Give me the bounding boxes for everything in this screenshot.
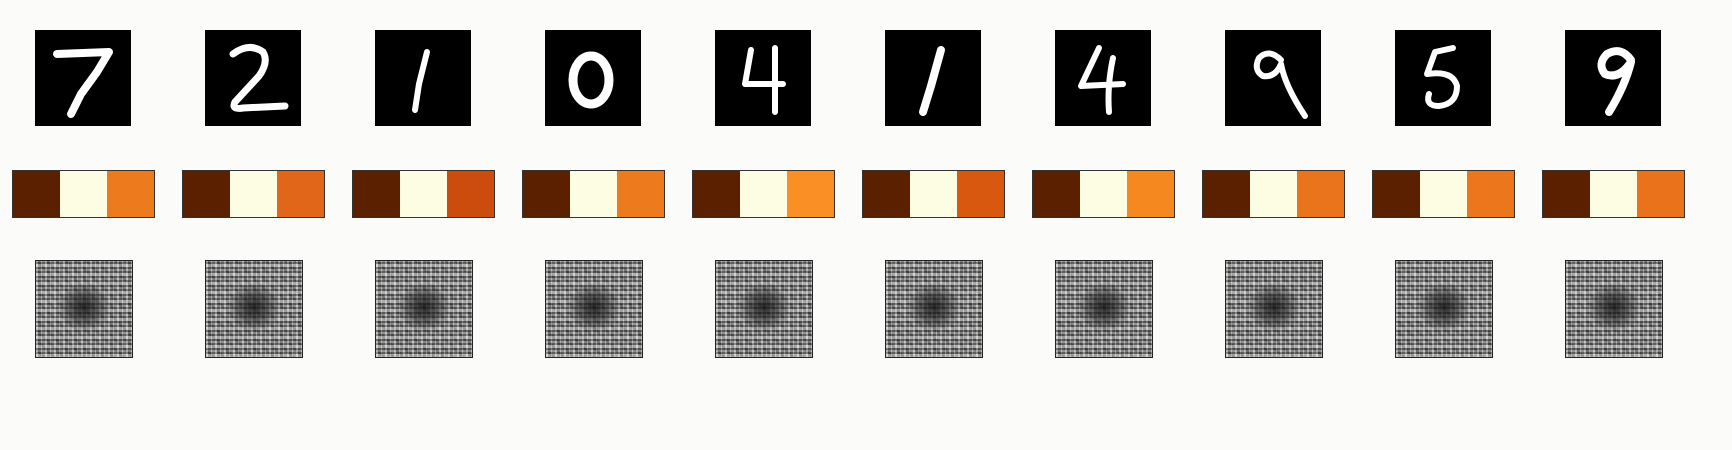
digit-image [1395, 30, 1491, 126]
code-cell [1033, 171, 1080, 217]
color-code-bar [182, 170, 325, 218]
code-cell [1373, 171, 1420, 217]
code-cell [1250, 171, 1297, 217]
noise-image [205, 260, 303, 358]
digit-stroke [412, 49, 430, 113]
noise-image [715, 260, 813, 358]
code-cell [13, 171, 60, 217]
digit-image [375, 30, 471, 126]
code-cell [277, 171, 324, 217]
digit-image [1055, 30, 1151, 126]
sample-column [12, 0, 155, 450]
code-cell [1203, 171, 1250, 217]
color-code-bar [1032, 170, 1175, 218]
code-cell [1637, 171, 1684, 217]
digit-stroke [568, 51, 614, 109]
code-cell [107, 171, 154, 217]
color-code-bar [1372, 170, 1515, 218]
color-code-bar [12, 170, 155, 218]
code-cell [1080, 171, 1127, 217]
digit-stroke [919, 46, 945, 116]
noise-image [1395, 260, 1493, 358]
noise-image [1055, 260, 1153, 358]
code-cell [353, 171, 400, 217]
code-cell [740, 171, 787, 217]
digit-stroke [1253, 50, 1308, 119]
noise-image [885, 260, 983, 358]
code-cell [787, 171, 834, 217]
code-cell [693, 171, 740, 217]
color-code-bar [862, 170, 1005, 218]
code-cell [863, 171, 910, 217]
digit-image [35, 30, 131, 126]
code-cell [617, 171, 664, 217]
noise-image [35, 260, 133, 358]
sample-column [862, 0, 1005, 450]
noise-image [1225, 260, 1323, 358]
code-cell [230, 171, 277, 217]
color-code-bar [692, 170, 835, 218]
sample-column [1372, 0, 1515, 450]
digit-stroke [742, 45, 786, 115]
code-cell [1543, 171, 1590, 217]
code-cell [523, 171, 570, 217]
noise-image [545, 260, 643, 358]
digit-stroke [1078, 45, 1126, 115]
digit-image [545, 30, 641, 126]
digit-stroke [1597, 47, 1635, 116]
color-code-bar [522, 170, 665, 218]
sample-column [1202, 0, 1345, 450]
digit-image [1225, 30, 1321, 126]
color-code-bar [1542, 170, 1685, 218]
code-cell [910, 171, 957, 217]
code-cell [1590, 171, 1637, 217]
code-cell [957, 171, 1004, 217]
code-cell [183, 171, 230, 217]
sample-column [522, 0, 665, 450]
sample-column [182, 0, 325, 450]
code-cell [447, 171, 494, 217]
code-cell [1127, 171, 1174, 217]
digit-stroke [229, 44, 289, 112]
sample-column [1542, 0, 1685, 450]
code-cell [570, 171, 617, 217]
code-cell [1467, 171, 1514, 217]
code-cell [1297, 171, 1344, 217]
digit-image [715, 30, 811, 126]
sample-column [692, 0, 835, 450]
noise-image [1565, 260, 1663, 358]
digit-image [885, 30, 981, 126]
code-cell [60, 171, 107, 217]
code-cell [400, 171, 447, 217]
digit-stroke [53, 48, 113, 118]
color-code-bar [1202, 170, 1345, 218]
digit-stroke [1424, 45, 1460, 109]
sample-column [1032, 0, 1175, 450]
digit-image [205, 30, 301, 126]
color-code-bar [352, 170, 495, 218]
digit-image [1565, 30, 1661, 126]
sample-column [352, 0, 495, 450]
code-cell [1420, 171, 1467, 217]
noise-image [375, 260, 473, 358]
